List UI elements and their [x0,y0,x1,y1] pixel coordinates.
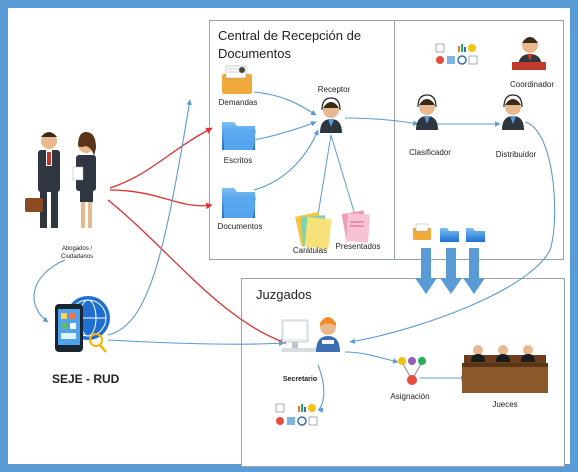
abogados-label-line2: Ciudadanos [60,254,94,260]
abogados-label-line1: Abogados / [61,246,93,252]
seje-rud-label: SEJE - RUD [52,372,120,386]
caratulas-icon [295,211,332,250]
central-title-line2: Documentos [218,46,291,61]
documentos-folder-icon [222,188,256,218]
seje-rud-icon [55,296,110,353]
receptor-lines [317,134,356,216]
asignacion-label: Asignación [390,392,430,401]
secretario-label: Secretario [282,376,318,383]
receptor-label: Receptor [317,85,351,94]
demandas-label: Demandas [218,98,258,107]
red-arrows [107,127,287,345]
caratulas-label: Carátulas [292,246,328,255]
coordinador-label: Coordinador [509,80,555,89]
escritos-label: Escritos [223,156,253,165]
blue-arrows [33,91,556,413]
central-title-line1: Central de Recepción de [218,28,362,43]
demandas-icon [222,65,252,94]
coordinador-icon [512,37,546,70]
escritos-folder-icon [222,122,256,150]
receptor-icon [320,97,342,133]
documentos-label: Documentos [217,222,263,231]
transfer-folders [413,223,485,242]
distribuidor-icon [502,94,524,130]
clasificador-icon [416,94,438,130]
reports-icons-top [435,43,478,65]
reports-icons-bottom [275,403,318,426]
asignacion-icon [398,357,426,385]
presentados-label: Presentados [335,242,381,251]
juzgados-title: Juzgados [256,287,312,302]
jueces-label: Jueces [492,400,518,409]
presentados-icon [341,210,370,243]
secretario-icon [281,317,340,352]
down-arrows [415,248,485,294]
clasificador-label: Clasificador [409,148,451,157]
abogados-icon [25,132,96,228]
jueces-icon [462,345,548,393]
distribuidor-label: Distribuidor [495,150,537,159]
